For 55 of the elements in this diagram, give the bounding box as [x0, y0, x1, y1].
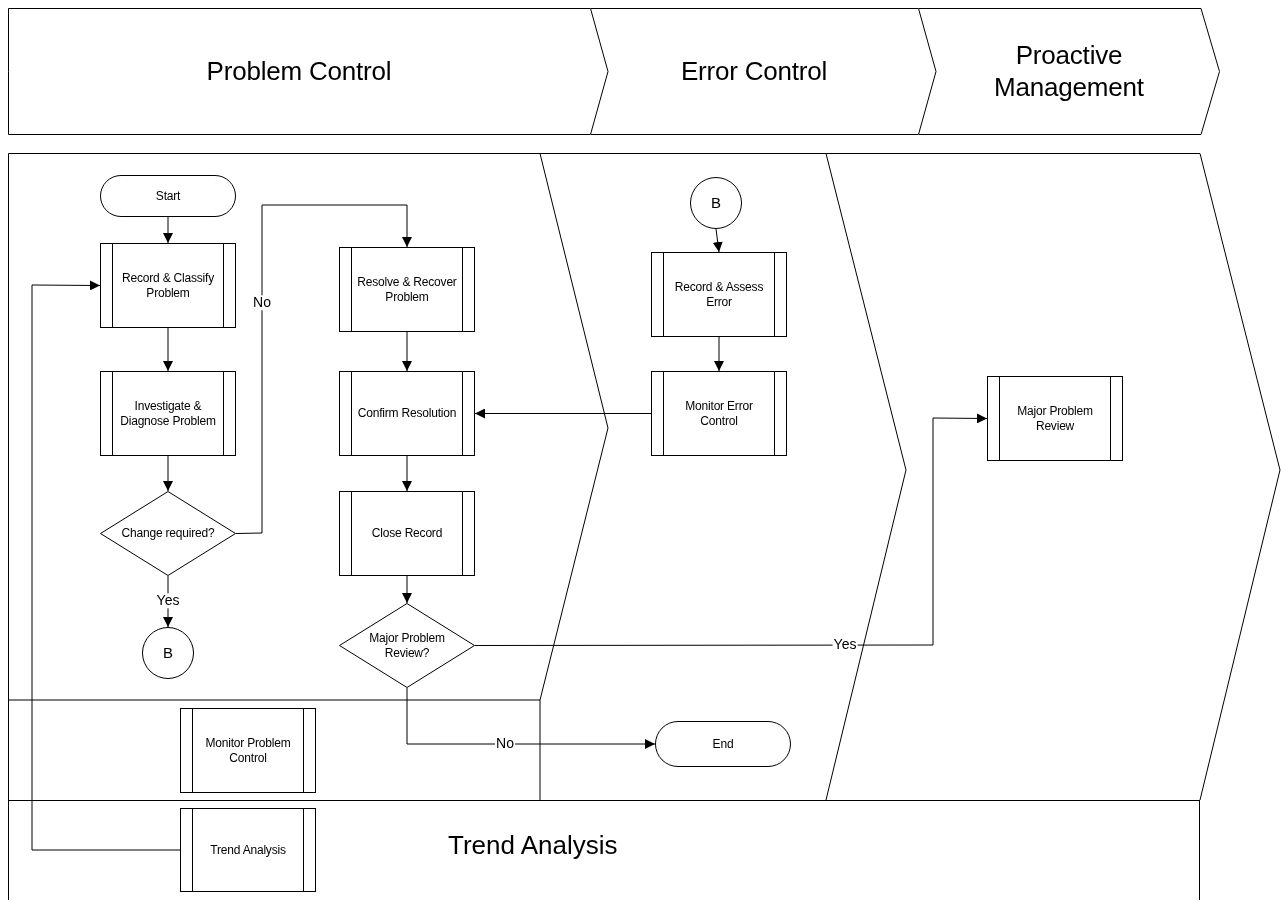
process-box — [100, 371, 236, 456]
node-text: Investigate & Diagnose Problem — [119, 399, 217, 428]
decision-diamond — [339, 603, 475, 688]
process-box — [987, 376, 1123, 461]
arrow — [474, 408, 652, 419]
terminal-shape — [655, 721, 791, 767]
phase-title: Problem Control — [205, 55, 393, 88]
phase-header — [590, 8, 918, 135]
arrow — [714, 336, 724, 372]
process-box — [339, 247, 475, 332]
arrow — [474, 413, 988, 646]
node-text: Record & Classify Problem — [121, 271, 215, 300]
node-text: Start — [154, 188, 182, 204]
node-text: B — [710, 194, 722, 212]
process-box — [339, 371, 475, 456]
process-box — [651, 252, 787, 337]
node-text: Resolve & Recover Problem — [356, 275, 458, 304]
node-text: Major Problem Review? — [368, 631, 446, 660]
process-box — [651, 371, 787, 456]
connector-circle — [690, 177, 742, 229]
terminal-shape — [100, 175, 236, 217]
node-text: Change required? — [120, 526, 216, 541]
arrow — [163, 216, 173, 244]
swimlane-band — [8, 800, 1200, 900]
edge-label: Yes — [155, 593, 181, 609]
node-text: Confirm Resolution — [356, 406, 458, 421]
process-box — [100, 243, 236, 328]
edge-label: No — [252, 295, 272, 311]
node-text: B — [162, 644, 174, 662]
band-title: Trend Analysis — [448, 830, 618, 862]
arrow — [402, 331, 412, 372]
arrow — [235, 204, 412, 534]
node-text: Major Problem Review — [1016, 404, 1094, 433]
node-text: Trend Analysis — [209, 842, 287, 858]
node-text: Close Record — [370, 526, 444, 541]
phase-header — [918, 8, 1220, 135]
connector-circle — [142, 627, 194, 679]
process-box — [180, 808, 316, 892]
node-text: Record & Assess Error — [673, 280, 765, 309]
arrow — [163, 327, 173, 372]
process-box — [180, 708, 316, 793]
phase-title: Error Control — [679, 55, 829, 88]
arrow — [163, 455, 173, 492]
node-text: Monitor Problem Control — [204, 736, 292, 765]
arrow — [402, 575, 412, 604]
node-text: Monitor Error Control — [684, 399, 754, 428]
phase-title: Proactive Management — [993, 40, 1145, 103]
arrow — [402, 455, 412, 492]
decision-diamond — [100, 491, 236, 576]
process-box — [339, 491, 475, 576]
arrow — [712, 228, 723, 253]
node-text: End — [711, 736, 735, 752]
arrow — [31, 280, 181, 851]
phase-header — [8, 8, 590, 135]
arrow — [406, 687, 656, 749]
